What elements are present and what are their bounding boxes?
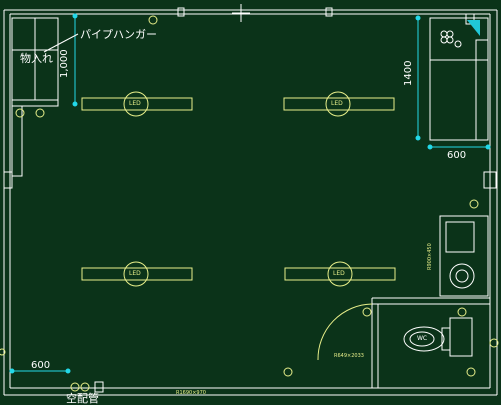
led-fixtures [81,91,396,287]
storage-label: 物入れ [20,52,53,65]
leader-line [43,33,79,53]
fan-icon [467,20,480,36]
wc-label: WC [417,335,428,342]
led-light-icon: LED [129,100,141,107]
spotlight-cluster-icon [440,30,462,48]
led-light-icon: LED [129,270,141,277]
sink-note: R900×450 [427,243,433,270]
storage-closet [11,17,59,177]
door-swing [317,303,373,361]
bottom-note: R1690×970 [176,390,206,396]
small-fixtures [0,15,499,392]
dimension-600-right-label: 600 [447,150,467,161]
pipe-hanger-label: パイプハンガー [80,28,157,41]
toilet-icon [403,326,451,352]
dimension-1000-label: 1,000 [59,49,70,78]
dimension-lines [9,13,491,374]
fixture-marker [362,307,372,317]
fixture-marker [457,307,467,317]
dimension-600-left-label: 600 [31,360,51,371]
bath-note: R649×2033 [334,353,364,359]
led-light-icon: LED [333,270,345,277]
sink-unit [439,215,489,297]
toilet-room [371,297,490,388]
conduit-label: 空配管 [66,392,99,405]
fixture-marker [469,199,479,209]
dimension-1400-label: 1400 [403,60,414,86]
storage-top-right [429,17,489,141]
led-light-icon: LED [331,100,343,107]
outer-walls [3,7,498,396]
